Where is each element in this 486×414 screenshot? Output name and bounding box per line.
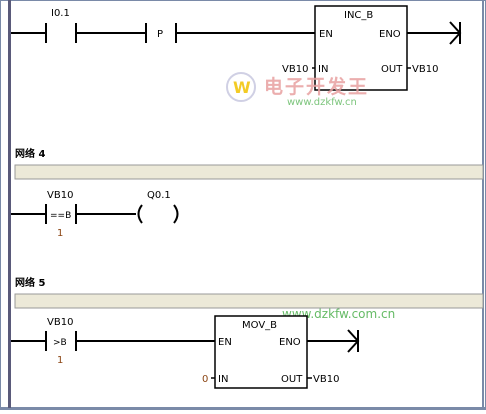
coil-address: Q0.1 xyxy=(147,190,171,201)
compare-value: 1 xyxy=(57,228,63,239)
coil-left-icon xyxy=(137,204,143,224)
compare-op: ==B xyxy=(50,211,71,221)
in-operand[interactable]: VB10 xyxy=(282,64,308,75)
rung-1: I0.1 P INC_B EN ENO IN OUT VB10 VB10 xyxy=(11,5,462,91)
watermark: W 电子开发王 www.dzkfw.cn xyxy=(226,72,369,108)
left-power-rail xyxy=(8,0,11,408)
in-pin: IN xyxy=(218,374,228,385)
network-4-comment[interactable] xyxy=(14,164,484,180)
contact-address: I0.1 xyxy=(51,8,70,19)
network-4-header[interactable]: 网络 4 xyxy=(15,147,45,160)
en-pin: EN xyxy=(319,29,333,40)
inc-b-box[interactable]: INC_B EN ENO IN OUT xyxy=(314,5,408,91)
out-pin: OUT xyxy=(381,64,403,75)
network-5-comment[interactable] xyxy=(14,293,484,309)
compare-value: 1 xyxy=(57,355,63,366)
mov-b-box[interactable]: MOV_B EN ENO IN OUT xyxy=(214,315,308,389)
eno-pin: ENO xyxy=(379,29,401,40)
out-operand[interactable]: VB10 xyxy=(313,374,339,385)
en-pin: EN xyxy=(218,337,232,348)
watermark-logo-icon xyxy=(226,72,256,102)
in-operand[interactable]: 0 xyxy=(202,374,208,385)
coil-right-icon xyxy=(173,204,179,224)
network-5-header[interactable]: 网络 5 xyxy=(15,276,45,289)
rung-5: VB10 >B 1 MOV_B EN ENO IN OUT 0 VB10 xyxy=(11,315,360,389)
watermark-logo-letter: W xyxy=(233,78,251,97)
box-title: INC_B xyxy=(344,10,373,21)
compare-address: VB10 xyxy=(47,190,73,201)
compare-op: >B xyxy=(53,338,67,348)
compare-address: VB10 xyxy=(47,317,73,328)
watermark-url-small: www.dzkfw.cn xyxy=(287,97,357,108)
out-operand[interactable]: VB10 xyxy=(412,64,438,75)
in-pin: IN xyxy=(318,64,328,75)
coil-q0-1[interactable]: Q0.1 xyxy=(137,190,179,224)
eno-pin: ENO xyxy=(279,337,301,348)
watermark-cn: 电子开发王 xyxy=(264,75,369,98)
box-title: MOV_B xyxy=(242,320,277,331)
edge-label: P xyxy=(157,29,163,40)
rung-4: VB10 ==B 1 Q0.1 xyxy=(11,190,179,239)
watermark-url-large: www.dzkfw.com.cn xyxy=(282,307,395,321)
out-pin: OUT xyxy=(281,374,303,385)
